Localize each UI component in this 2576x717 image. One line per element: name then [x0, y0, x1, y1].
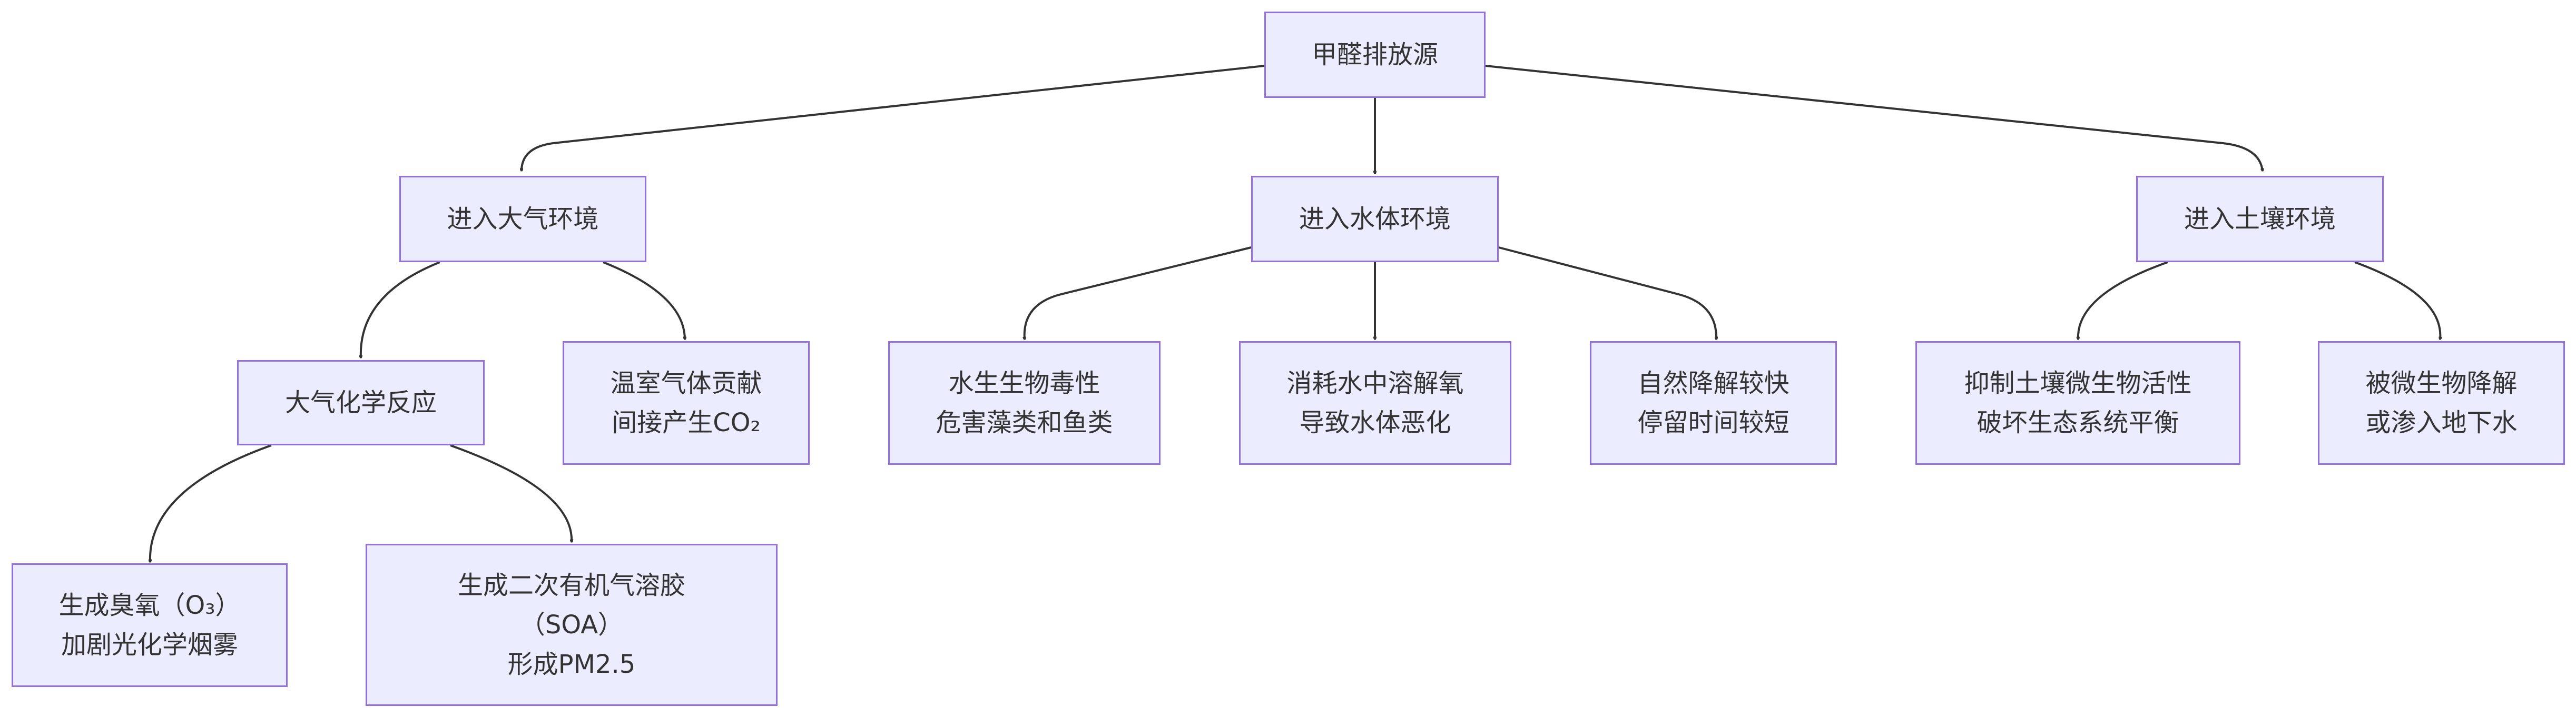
edge-airchem-soa: [450, 444, 572, 542]
node-text-line: 消耗水中溶解氧: [1286, 368, 1464, 398]
node-enter-water: 进入水体环境: [1251, 176, 1499, 262]
node-aquatic-toxicity: 水生生物毒性危害藻类和鱼类: [888, 341, 1161, 465]
node-text-line: 生成二次有机气溶胶: [457, 570, 685, 600]
node-text-line: 水生生物毒性: [948, 368, 1100, 398]
node-text-line: 加剧光化学烟雾: [61, 630, 238, 660]
node-text-line: 温室气体贡献: [610, 368, 762, 398]
node-text-line: 进入大气环境: [447, 204, 599, 234]
node-text-line: 进入水体环境: [1299, 204, 1451, 234]
edge-air-greenhouse: [603, 261, 685, 340]
node-enter-soil: 进入土壤环境: [2136, 176, 2384, 262]
edge-air-airchem: [361, 261, 440, 358]
node-formaldehyde-source: 甲醛排放源: [1264, 12, 1486, 98]
node-oxygen-depletion: 消耗水中溶解氧导致水体恶化: [1239, 341, 1511, 465]
node-text-line: 生成臭氧（O₃）: [58, 590, 241, 620]
node-text-line: 形成PM2.5: [507, 649, 636, 679]
node-text-line: 或渗入地下水: [2365, 407, 2518, 437]
node-ozone-formation: 生成臭氧（O₃） 加剧光化学烟雾: [12, 563, 288, 687]
node-text-line: 进入土壤环境: [2184, 204, 2336, 234]
edge-root-soil: [1485, 65, 2263, 171]
node-greenhouse-contribution: 温室气体贡献间接产生CO₂: [563, 341, 810, 465]
node-soil-microbe-inhibition: 抑制土壤微生物活性破坏生态系统平衡: [1915, 341, 2240, 465]
node-soa-formation: 生成二次有机气溶胶 （SOA） 形成PM2.5: [366, 544, 778, 706]
node-text-line: 被微生物降解: [2365, 368, 2518, 398]
node-text-line: 停留时间较短: [1637, 407, 1790, 437]
edge-water-aquatic: [1025, 246, 1252, 340]
edge-root-air: [522, 65, 1265, 171]
node-text-line: 间接产生CO₂: [612, 407, 761, 437]
node-enter-atmosphere: 进入大气环境: [399, 176, 646, 262]
node-text-line: 自然降解较快: [1637, 368, 1790, 398]
node-microbial-degradation: 被微生物降解或渗入地下水: [2318, 341, 2565, 465]
node-text-line: 危害藻类和鱼类: [936, 407, 1113, 437]
edge-airchem-ozone: [150, 444, 272, 562]
node-natural-degradation: 自然降解较快停留时间较短: [1590, 341, 1837, 465]
node-text-line: 大气化学反应: [284, 387, 437, 417]
node-text-line: 抑制土壤微生物活性: [1964, 368, 2192, 398]
edge-soil-degrade: [2354, 261, 2440, 340]
node-text-line: 甲醛排放源: [1311, 39, 1438, 69]
node-atmospheric-chemistry: 大气化学反应: [237, 360, 485, 445]
node-text-line: （SOA）: [519, 610, 624, 640]
edge-water-degrade: [1498, 246, 1716, 340]
node-text-line: 导致水体恶化: [1299, 407, 1451, 437]
edge-soil-microbe: [2078, 261, 2168, 340]
node-text-line: 破坏生态系统平衡: [1977, 407, 2179, 437]
